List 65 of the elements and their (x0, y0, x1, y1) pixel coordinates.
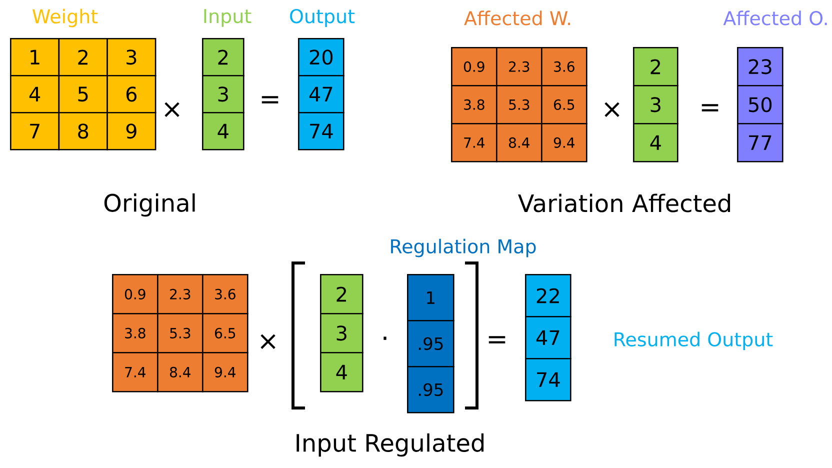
header-label: Affected O. (723, 10, 827, 26)
matrix-cell: 1 (407, 274, 454, 322)
operator-symbol: × (164, 102, 180, 117)
matrix-cell: 2 (320, 274, 364, 314)
matrix-cell: 8.4 (496, 123, 542, 162)
operator-symbol: = (488, 336, 506, 344)
matrix-cell: 3.8 (112, 313, 158, 354)
matrix-cell: 6.5 (541, 85, 588, 124)
matrix-cell: 1 (10, 38, 60, 76)
caption: Variation Affected (518, 194, 730, 212)
matrix-cell: 2 (202, 38, 244, 76)
caption: Original (104, 193, 195, 217)
matrix-cell: 3 (320, 313, 364, 354)
matrix-cell: 5 (58, 75, 108, 114)
matrix-cell: 8.4 (157, 352, 204, 392)
operator-symbol: · (384, 336, 386, 340)
matrix-cell: 8 (58, 112, 108, 150)
matrix-cell: 47 (298, 75, 344, 114)
matrix-cell: 0.9 (451, 47, 498, 86)
matrix-cell: 74 (525, 358, 572, 402)
matrix-cell: 4 (633, 123, 678, 162)
matrix-cell: 7 (10, 112, 60, 150)
matrix-cell: 20 (298, 38, 344, 76)
matrix-cell: 3 (633, 85, 678, 124)
matrix-cell: 9.4 (541, 123, 588, 162)
header-label: Weight (32, 8, 98, 28)
matrix-cell: 3.8 (451, 85, 498, 124)
matrix-cell: 7.4 (451, 123, 498, 162)
matrix-cell: 9 (106, 112, 156, 150)
operator-symbol: × (604, 102, 620, 117)
operator-symbol: = (262, 96, 278, 104)
matrix-cell: 5.3 (496, 85, 542, 124)
matrix-cell: 22 (525, 274, 572, 318)
header-label: Resumed Output (614, 332, 773, 350)
matrix-cell: 3 (202, 75, 244, 114)
matrix-cell: .95 (407, 366, 454, 414)
header-label: Output (290, 8, 355, 28)
matrix-cell: 47 (525, 316, 572, 360)
matrix-cell: 2 (58, 38, 108, 76)
matrix-cell: .95 (407, 320, 454, 368)
matrix-cell: 6.5 (202, 313, 248, 354)
operator-symbol: × (260, 334, 276, 349)
matrix-cell: 74 (298, 112, 344, 150)
matrix-cell: 50 (737, 85, 784, 124)
matrix-cell: 2 (633, 47, 678, 86)
matrix-cell: 5.3 (157, 313, 204, 354)
matrix-cell: 23 (737, 47, 784, 86)
matrix-cell: 6 (106, 75, 156, 114)
matrix-cell: 2.3 (157, 274, 204, 314)
header-label: Regulation Map (391, 238, 536, 258)
matrix-cell: 4 (202, 112, 244, 150)
header-label: Affected W. (464, 10, 570, 26)
matrix-cell: 9.4 (202, 352, 248, 392)
matrix-cell: 77 (737, 123, 784, 162)
matrix-cell: 7.4 (112, 352, 158, 392)
matrix-cell: 2.3 (496, 47, 542, 86)
matrix-cell: 3.6 (541, 47, 588, 86)
caption: Input Regulated (296, 433, 484, 457)
header-label: Input (204, 9, 252, 27)
matrix-cell: 0.9 (112, 274, 158, 314)
matrix-cell: 4 (10, 75, 60, 114)
matrix-cell: 3 (106, 38, 156, 76)
operator-symbol: = (702, 104, 718, 112)
matrix-cell: 3.6 (202, 274, 248, 314)
matrix-cell: 4 (320, 352, 364, 392)
